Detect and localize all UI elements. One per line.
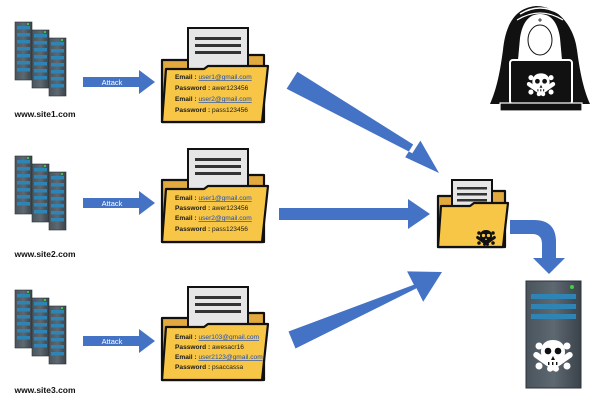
credential-line: Email : user1@gmail.com bbox=[175, 74, 252, 81]
credential-key: Email : bbox=[175, 215, 198, 222]
credential-key: Password : bbox=[175, 205, 212, 212]
server-stack-icon bbox=[15, 156, 66, 230]
credential-value[interactable]: user2123@gmail.com bbox=[198, 354, 263, 361]
credential-value: awesacr16 bbox=[212, 344, 244, 351]
credential-list: Email : user1@gmail.com Password : awer1… bbox=[175, 74, 252, 114]
site-row-2: www.site2.com Attack Email : user1@gmail… bbox=[13, 148, 270, 259]
credential-list: Email : user103@gmail.com Password : awe… bbox=[175, 334, 263, 371]
skull-icon bbox=[525, 73, 557, 98]
credential-value: pass123456 bbox=[212, 107, 248, 114]
server-stack-icon bbox=[15, 22, 66, 96]
credential-key: Password : bbox=[175, 364, 212, 371]
credential-key: Password : bbox=[175, 344, 212, 351]
credential-key: Email : bbox=[175, 354, 198, 361]
document-folder-icon: Email : user1@gmail.com Password : awer1… bbox=[160, 27, 270, 124]
site-row-3: www.site3.com Attack Email : user103@gma… bbox=[13, 286, 270, 395]
credential-value: psaccassa bbox=[212, 364, 243, 371]
credential-value: pass123456 bbox=[212, 226, 248, 233]
credential-line: Email : user2@gmail.com bbox=[175, 96, 252, 103]
attack-arrow: Attack bbox=[83, 329, 155, 353]
credential-key: Password : bbox=[175, 226, 212, 233]
attack-label: Attack bbox=[102, 337, 123, 346]
credential-line: Password : psaccassa bbox=[175, 364, 244, 371]
credential-key: Email : bbox=[175, 74, 198, 81]
server-stack-icon bbox=[15, 290, 66, 364]
credential-key: Password : bbox=[175, 107, 212, 114]
credential-value[interactable]: user2@gmail.com bbox=[198, 96, 252, 103]
site-label: www.site2.com bbox=[13, 249, 76, 259]
attack-label: Attack bbox=[102, 199, 123, 208]
document-folder-icon: Email : user1@gmail.com Password : awer1… bbox=[160, 148, 270, 244]
merge-arrow-bottom bbox=[288, 271, 442, 349]
document-folder-icon: Email : user103@gmail.com Password : awe… bbox=[160, 286, 270, 382]
skull-icon bbox=[476, 230, 496, 246]
credential-key: Password : bbox=[175, 85, 212, 92]
attack-arrow: Attack bbox=[83, 191, 155, 215]
credential-value: awer123456 bbox=[212, 85, 249, 92]
site-label: www.site3.com bbox=[13, 385, 76, 395]
skull-icon bbox=[532, 340, 574, 373]
credential-line: Email : user103@gmail.com bbox=[175, 334, 260, 341]
credential-value[interactable]: user1@gmail.com bbox=[198, 195, 252, 202]
credential-key: Email : bbox=[175, 195, 198, 202]
credential-line: Password : awer123456 bbox=[175, 205, 249, 212]
credential-key: Email : bbox=[175, 334, 198, 341]
site-row-1: www.site1.com Attack Email : user1@gmail… bbox=[13, 22, 270, 124]
attack-label: Attack bbox=[102, 78, 123, 87]
credential-value[interactable]: user103@gmail.com bbox=[198, 334, 259, 341]
credential-value[interactable]: user1@gmail.com bbox=[198, 74, 252, 81]
compromised-server-icon bbox=[525, 280, 582, 389]
hooded-hacker-icon bbox=[490, 6, 590, 112]
credential-line: Password : awesacr16 bbox=[175, 344, 244, 351]
site-label: www.site1.com bbox=[13, 109, 76, 119]
credential-line: Email : user2123@gmail.com bbox=[175, 354, 263, 361]
credential-value[interactable]: user2@gmail.com bbox=[198, 215, 252, 222]
credential-line: Password : pass123456 bbox=[175, 107, 248, 114]
credential-line: Password : pass123456 bbox=[175, 226, 248, 233]
credential-line: Password : awer123456 bbox=[175, 85, 249, 92]
down-curved-arrow bbox=[510, 220, 565, 274]
credential-key: Email : bbox=[175, 96, 198, 103]
stolen-data-folder-icon bbox=[436, 179, 510, 249]
credential-list: Email : user1@gmail.com Password : awer1… bbox=[175, 195, 252, 233]
merge-arrow-top bbox=[286, 71, 439, 173]
attack-arrow: Attack bbox=[83, 70, 155, 94]
merge-arrow-middle bbox=[279, 199, 430, 229]
credential-line: Email : user1@gmail.com bbox=[175, 195, 252, 202]
credential-value: awer123456 bbox=[212, 205, 249, 212]
credential-line: Email : user2@gmail.com bbox=[175, 215, 252, 222]
